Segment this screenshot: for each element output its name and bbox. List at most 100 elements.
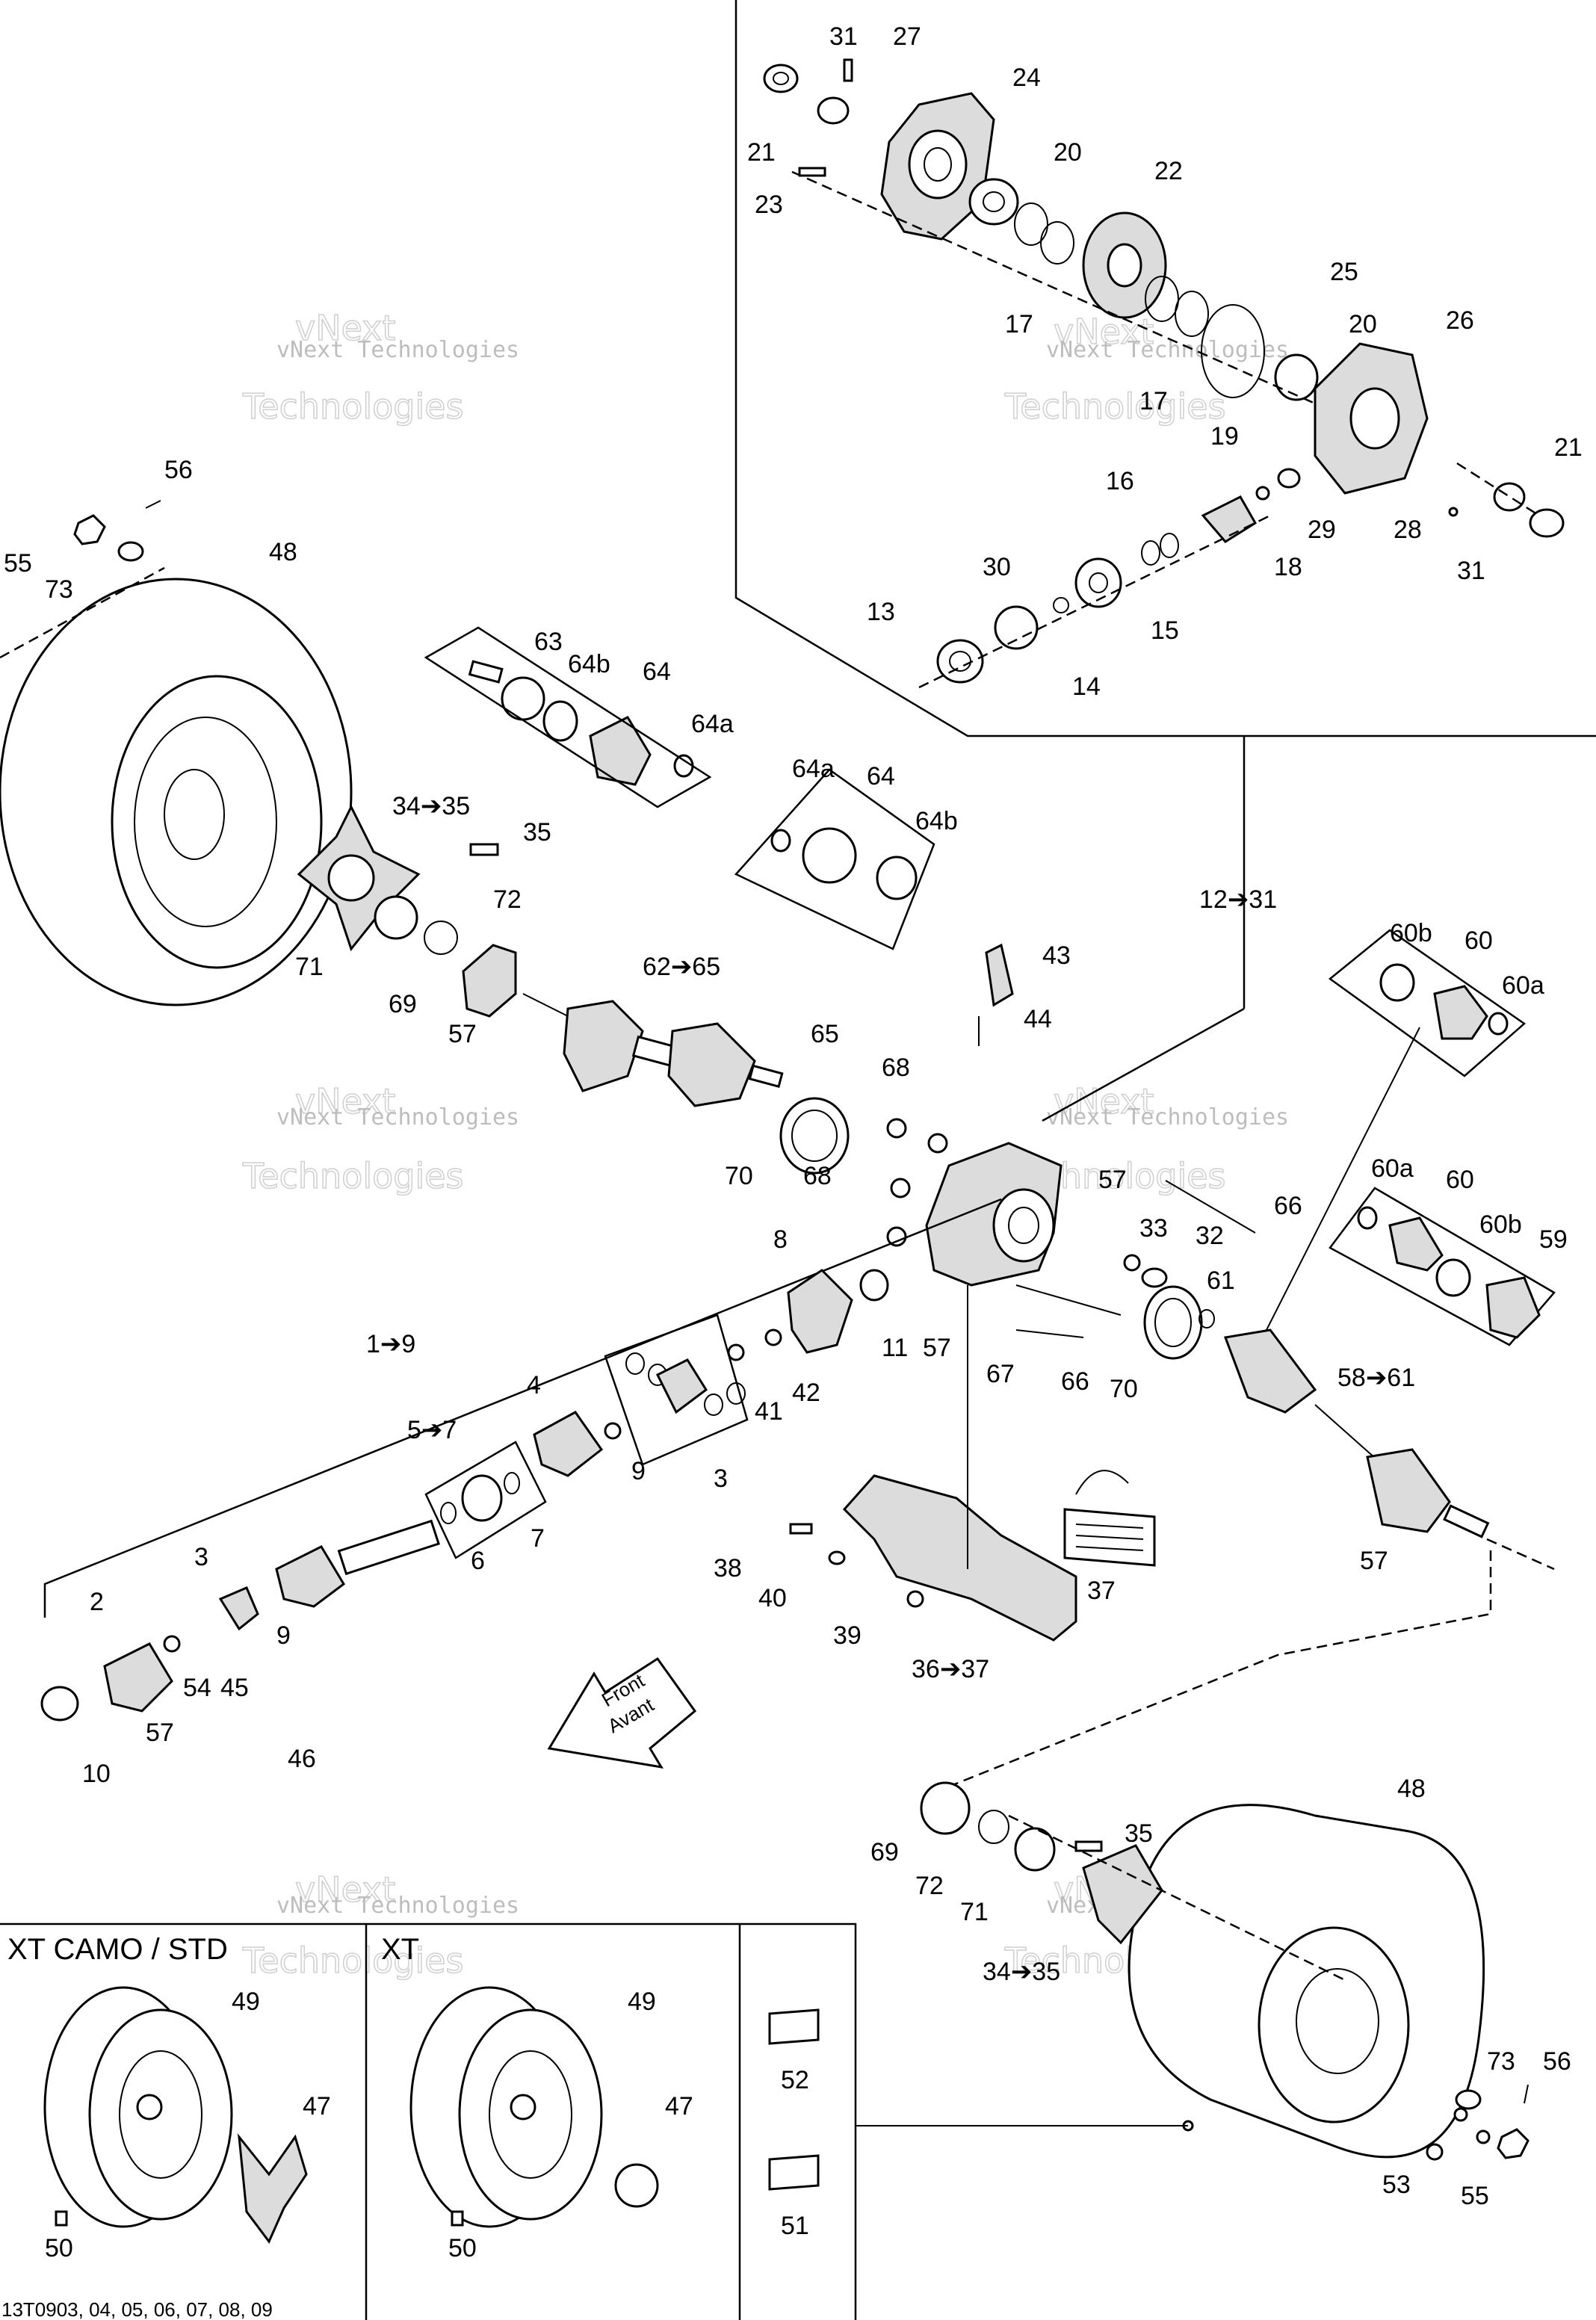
yoke-8 [787,1269,853,1354]
part-label: 35 [1125,1819,1153,1848]
part-label: 64b [568,650,610,678]
part-label: 64a [792,755,835,783]
skid-plate [789,1285,1156,1642]
part-label: 47 [665,2092,693,2121]
part-label: 64a [691,710,734,738]
part-label: 46 [288,1745,316,1773]
part-label: 7 [531,1524,545,1553]
part-label: 28 [1394,516,1422,544]
bearing-20 [968,178,1019,226]
part-label: 50 [448,2234,477,2262]
part-19 [1277,468,1301,489]
part-label: 27 [893,22,921,51]
hub-assembly-upper [297,804,517,1018]
part-label: 24 [1012,64,1041,92]
shim-17 [1040,221,1074,265]
part-label: 53 [1382,2171,1411,2199]
part-label: 37 [1087,1577,1116,1605]
nut-55 [73,514,106,545]
part-30 [1053,597,1069,613]
part-label: 31 [1457,557,1485,585]
watermark-group: vNext vNext Technologies Technologies vN… [241,307,1289,1982]
part-label: 64 [867,762,895,791]
watermark-text: vNext [295,1869,395,1910]
figure-code: 13T0903, 04, 05, 06, 07, 08, 09 [1,2298,273,2320]
part-label: 49 [232,1988,260,2016]
watermark-text: vNext [295,1081,395,1122]
part-label: 2 [90,1588,104,1616]
part-label: 3 [714,1464,728,1493]
part-label: 69 [389,990,417,1018]
cross-3 [218,1586,259,1631]
part-label: 60a [1502,971,1544,1000]
seal-31 [763,64,799,93]
part-label: 52 [781,2066,809,2094]
part-label: 71 [960,1898,989,1926]
part-label: 20 [1349,310,1377,338]
part-label: 29 [1308,516,1336,544]
part-label: 55 [1461,2182,1489,2210]
part-label: 72 [915,1872,944,1900]
part-label: 45 [220,1674,249,1702]
part-11 [859,1269,889,1302]
part-label: 60 [1446,1166,1474,1194]
part-number-labels: 31 27 24 21 20 23 22 17 25 17 20 26 19 2… [1,22,1583,2320]
part-label: 5➔7 [407,1416,457,1444]
part-label: 68 [803,1162,832,1190]
part-label: 64b [915,807,958,835]
wheel-top-left [0,500,353,1006]
washer-73 [117,541,144,562]
part-label: 70 [725,1162,753,1190]
part-label: 40 [758,1584,787,1612]
part-label: 19 [1210,422,1239,451]
part-label: 34➔35 [983,1958,1060,1986]
part-label: 36➔37 [912,1655,989,1683]
part-label: 60a [1371,1154,1414,1183]
part-14 [994,605,1039,650]
part-label: 11 [882,1334,908,1362]
part-label: 57 [1098,1166,1127,1194]
part-label: 57 [1360,1547,1388,1575]
part-label: 72 [493,885,522,914]
part-label: 47 [303,2092,331,2121]
variant-label-xt-camo-std: XT CAMO / STD [7,1933,228,1966]
part-label: 20 [1054,138,1082,167]
part-label: 21 [747,138,776,167]
shim-17 [1145,276,1179,322]
wheel-lower-right [856,1781,1530,2161]
part-label: 54 [183,1674,211,1702]
part-label: 34➔35 [392,792,470,820]
seal-31 [1529,508,1565,538]
part-label: 67 [986,1360,1015,1388]
part-label: 25 [1330,258,1358,286]
part-label: 21 [1554,433,1583,462]
part-label: 57 [923,1334,951,1362]
part-label: 23 [755,191,783,219]
part-label: 49 [628,1988,656,2016]
yoke-2 [103,1642,173,1713]
part-label: 60b [1479,1210,1522,1239]
bolt-23 [798,167,826,177]
differential-housing [886,1118,1256,1360]
part-label: 41 [755,1397,783,1426]
part-label: 62➔65 [643,953,720,981]
pin-27 [843,58,853,82]
variant-label-xt: XT [381,1933,419,1966]
part-label: 38 [714,1554,742,1583]
part-label: 15 [1151,616,1179,645]
seal-13 [936,639,984,684]
watermark-text: vNext Technologies [276,1893,519,1919]
part-label: 68 [882,1054,910,1082]
shim-17 [1014,202,1048,246]
part-label: 65 [811,1020,839,1048]
part-label: 3 [194,1543,208,1571]
part-label: 59 [1539,1225,1568,1254]
bearing-21 [1493,482,1526,512]
part-label: 66 [1274,1192,1302,1220]
part-label: 64 [643,658,671,686]
part-label: 73 [1487,2047,1515,2076]
vent-hose-43 [985,943,1014,1007]
part-29 [1255,486,1270,501]
part-label: 73 [45,575,73,604]
